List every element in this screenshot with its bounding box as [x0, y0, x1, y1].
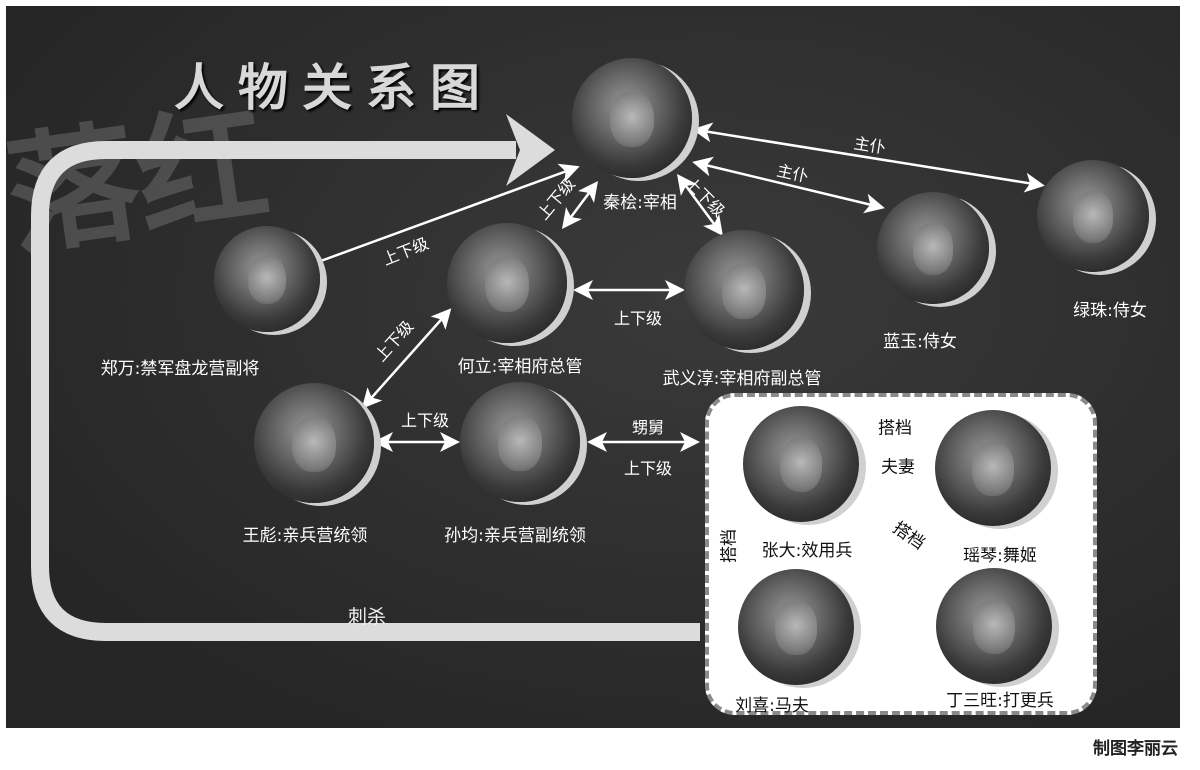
portrait-yaoqin	[935, 410, 1051, 526]
name-heli: 何立:宰相府总管	[457, 357, 583, 377]
name-qinhui: 秦桧:宰相	[603, 193, 677, 213]
relation-label: 搭档	[719, 529, 740, 563]
name-dingsanwang: 丁三旺:打更兵	[946, 691, 1054, 711]
relation-label: 上下级	[400, 411, 450, 430]
relation-label: 主仆	[852, 133, 888, 158]
portrait-zhangda	[743, 406, 859, 522]
portrait-dingsanwang	[936, 568, 1052, 684]
diagram-title: 人物关系图	[174, 58, 494, 117]
relation-label: 甥舅	[631, 418, 665, 437]
name-wuyichun: 武义淳:宰相府副总管	[662, 369, 822, 389]
name-zhangda: 张大:效用兵	[761, 541, 853, 561]
portrait-liuxi	[738, 569, 854, 685]
line-heli-qinhui	[562, 181, 598, 229]
relation-label: 上下级	[613, 309, 663, 328]
name-liuxi: 刘喜:马夫	[735, 696, 809, 716]
portrait-heli	[447, 223, 567, 343]
portrait-lanyu	[877, 192, 989, 304]
name-wangbiao: 王彪:亲兵营统领	[242, 526, 368, 546]
name-lvzhu: 绿珠:侍女	[1073, 301, 1147, 321]
assassination-label: 刺杀	[348, 606, 387, 628]
name-zhengwan: 郑万:禁军盘龙营副将	[100, 359, 260, 379]
assassination-arrow	[31, 141, 700, 641]
relation-label: 上下级	[623, 459, 673, 478]
portrait-wuyichun	[684, 230, 804, 350]
relationship-lines	[31, 114, 1045, 641]
line-qinhui-lanyu	[692, 156, 885, 214]
name-lanyu: 蓝玉:侍女	[883, 332, 957, 352]
portrait-lvzhu	[1037, 160, 1149, 272]
name-yaoqin: 瑶琴:舞姬	[963, 546, 1037, 566]
relation-label: 搭档	[878, 418, 912, 439]
portrait-sunjun	[460, 382, 580, 502]
assassination-arrowhead	[506, 114, 555, 186]
portrait-wangbiao	[254, 383, 374, 503]
portrait-zhengwan	[214, 226, 320, 332]
diagram-canvas: 落红 人物关系图	[6, 6, 1180, 728]
name-sunjun: 孙均:亲兵营副统领	[444, 526, 586, 546]
credit-text: 制图李丽云	[1093, 739, 1178, 759]
line-zhengwan-qinhui	[317, 163, 580, 264]
relation-label: 夫妻	[881, 457, 915, 478]
line-heli-wangbiao	[361, 308, 452, 409]
portrait-qinhui	[572, 58, 692, 178]
